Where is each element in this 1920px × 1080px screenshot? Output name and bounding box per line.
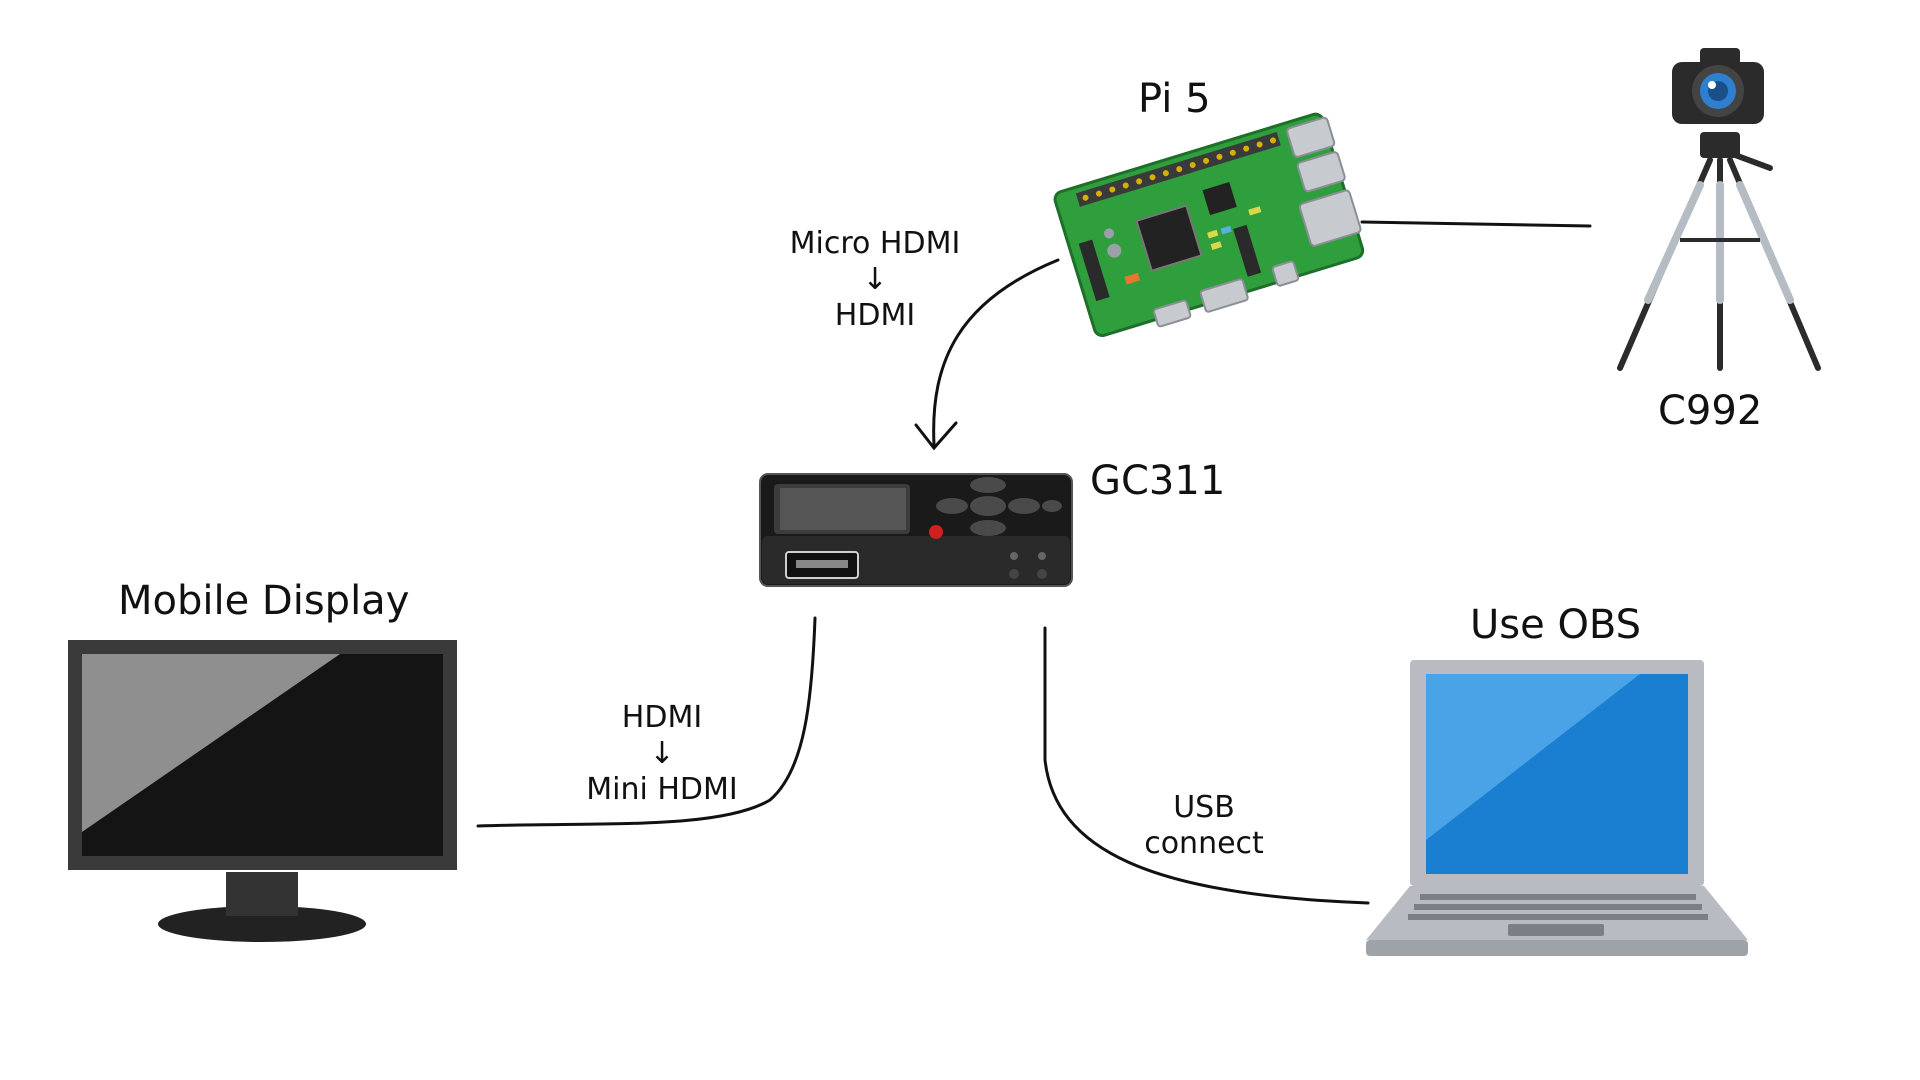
pi-label: Pi 5 xyxy=(1138,76,1211,122)
monitor-icon xyxy=(68,640,457,942)
connection-to-text: HDMI xyxy=(834,298,916,333)
connect-text: connect xyxy=(1144,826,1264,861)
capture-to-laptop-connection-label: USB connect xyxy=(1124,790,1284,862)
connection-to-text: Mini HDMI xyxy=(586,772,738,807)
camera-label: C992 xyxy=(1658,388,1763,434)
connection-from-text: Micro HDMI xyxy=(789,226,961,261)
capture-to-laptop-line xyxy=(1043,626,1370,905)
pi-to-capture-connection-label: Micro HDMI ↓ HDMI xyxy=(785,226,965,334)
down-arrow-icon: ↓ xyxy=(649,736,675,771)
capture-box-icon xyxy=(759,473,1073,587)
laptop-icon xyxy=(1366,660,1748,956)
display-label: Mobile Display xyxy=(118,578,410,624)
raspberry-pi-board-icon xyxy=(1053,112,1365,338)
laptop-label: Use OBS xyxy=(1470,602,1642,648)
capture-label: GC311 xyxy=(1090,458,1226,504)
connector-lines xyxy=(476,220,1592,905)
connection-from-text: HDMI xyxy=(621,700,703,735)
pi-to-capture-arrowhead xyxy=(914,421,958,451)
pi-to-capture-line xyxy=(932,258,1060,447)
capture-to-display-line xyxy=(476,616,817,828)
camera-on-tripod-icon xyxy=(1617,48,1821,371)
pi-to-camera-line xyxy=(1360,220,1592,228)
capture-to-display-connection-label: HDMI ↓ Mini HDMI xyxy=(572,700,752,808)
usb-text: USB xyxy=(1173,790,1235,825)
down-arrow-icon: ↓ xyxy=(862,262,888,297)
